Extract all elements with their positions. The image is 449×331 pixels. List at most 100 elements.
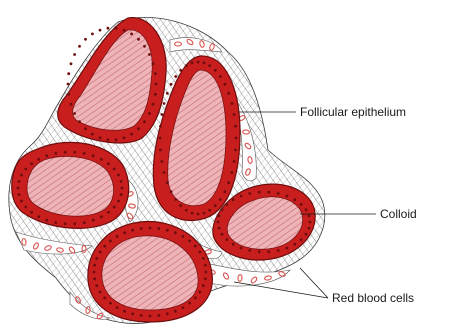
- epithelial-cell-nucleus: [149, 315, 152, 318]
- epithelial-cell-nucleus: [20, 174, 23, 177]
- epithelial-cell-nucleus: [234, 125, 237, 128]
- epithelial-cell-nucleus: [227, 92, 230, 95]
- epithelial-cell-nucleus: [293, 198, 296, 201]
- epithelial-cell-nucleus: [197, 61, 200, 64]
- epithelial-cell-nucleus: [100, 158, 103, 161]
- epithelial-cell-nucleus: [24, 168, 27, 171]
- epithelial-cell-nucleus: [92, 219, 95, 222]
- epithelial-cell-nucleus: [95, 257, 98, 260]
- epithelial-cell-nucleus: [161, 113, 164, 116]
- epithelial-cell-nucleus: [131, 312, 134, 315]
- epithelial-cell-nucleus: [157, 314, 160, 317]
- epithelial-cell-nucleus: [37, 215, 40, 218]
- epithelial-cell-nucleus: [103, 245, 106, 248]
- epithelial-cell-nucleus: [84, 38, 87, 41]
- epithelial-cell-nucleus: [182, 235, 185, 238]
- epithelial-cell-nucleus: [92, 154, 95, 157]
- epithelial-cell-nucleus: [161, 160, 164, 163]
- epithelial-cell-nucleus: [123, 231, 126, 234]
- epithelial-cell-nucleus: [208, 64, 211, 67]
- epithelial-cell-nucleus: [218, 214, 221, 217]
- epithelial-cell-nucleus: [203, 62, 206, 65]
- epithelial-cell-nucleus: [240, 195, 243, 198]
- epithelial-cell-nucleus: [73, 151, 76, 154]
- epithelial-cell-nucleus: [123, 310, 126, 313]
- epithelial-cell-nucleus: [78, 45, 81, 48]
- epithelial-cell-nucleus: [116, 306, 119, 309]
- epithelial-cell-nucleus: [45, 154, 48, 157]
- leader-line-rbc-2: [300, 268, 328, 298]
- epithelial-cell-nucleus: [54, 221, 57, 224]
- epithelial-cell-nucleus: [235, 137, 238, 140]
- epithelial-cell-nucleus: [240, 247, 243, 250]
- epithelial-cell-nucleus: [73, 112, 76, 115]
- epithelial-cell-nucleus: [99, 251, 102, 254]
- epithelial-cell-nucleus: [174, 75, 177, 78]
- epithelial-cell-nucleus: [107, 138, 110, 141]
- epithelial-cell-nucleus: [64, 151, 67, 154]
- epithelial-cell-nucleus: [233, 160, 236, 163]
- epithelial-cell-nucleus: [116, 235, 119, 238]
- epithelial-cell-nucleus: [155, 83, 158, 86]
- epithelial-cell-nucleus: [267, 191, 270, 194]
- epithelial-cell-nucleus: [91, 133, 94, 136]
- epithelial-cell-nucleus: [267, 250, 270, 253]
- epithelial-cell-nucleus: [179, 69, 182, 72]
- epithelial-cell-nucleus: [248, 249, 251, 252]
- epithelial-cell-nucleus: [83, 152, 86, 155]
- epithelial-cell-nucleus: [258, 250, 261, 253]
- epithelial-cell-nucleus: [219, 198, 222, 201]
- epithelial-cell-nucleus: [170, 190, 173, 193]
- epithelial-cell-nucleus: [166, 92, 169, 95]
- epithelial-cell-nucleus: [113, 206, 116, 209]
- epithelial-cell-nucleus: [70, 103, 73, 106]
- epithelial-cell-nucleus: [107, 162, 110, 165]
- epithelial-cell-nucleus: [130, 33, 133, 36]
- epithelial-cell-nucleus: [78, 120, 81, 123]
- epithelial-cell-nucleus: [277, 192, 280, 195]
- epithelial-cell-nucleus: [30, 162, 33, 165]
- epithelial-cell-nucleus: [93, 278, 96, 281]
- epithelial-cell-nucleus: [148, 112, 151, 115]
- epithelial-cell-nucleus: [258, 191, 261, 194]
- epithelial-cell-nucleus: [185, 64, 188, 67]
- epithelial-cell-nucleus: [70, 62, 73, 65]
- epithelial-cell-nucleus: [123, 29, 126, 32]
- epithelial-cell-nucleus: [202, 284, 205, 287]
- epithelial-cell-nucleus: [95, 284, 98, 287]
- epithelial-cell-nucleus: [64, 222, 67, 225]
- epithelial-cell-nucleus: [99, 29, 102, 32]
- epithelial-cell-nucleus: [293, 243, 296, 246]
- epithelial-cell-nucleus: [115, 138, 118, 141]
- epithelial-cell-nucleus: [217, 221, 220, 224]
- epithelial-cell-nucleus: [73, 222, 76, 225]
- epithelial-cell-nucleus: [143, 45, 146, 48]
- epithelial-cell-nucleus: [148, 53, 151, 56]
- epithelial-cell-nucleus: [232, 198, 235, 201]
- epithelial-cell-nucleus: [224, 83, 227, 86]
- epithelial-cell-nucleus: [199, 251, 202, 254]
- epithelial-cell-nucleus: [225, 238, 228, 241]
- epithelial-cell-nucleus: [231, 102, 234, 105]
- epithelial-cell-nucleus: [205, 271, 208, 274]
- epithelial-cell-nucleus: [202, 257, 205, 260]
- epithelial-cell-nucleus: [93, 264, 96, 267]
- epithelial-cell-nucleus: [214, 69, 217, 72]
- epithelial-cell-nucleus: [107, 211, 110, 214]
- epithelial-cell-nucleus: [37, 158, 40, 161]
- epithelial-cell-nucleus: [107, 27, 110, 30]
- epithelial-cell-nucleus: [120, 193, 123, 196]
- epithelial-cell-nucleus: [227, 181, 230, 184]
- epithelial-cell-nucleus: [84, 127, 87, 130]
- label-red-blood-cells: Red blood cells: [332, 291, 414, 305]
- epithelial-cell-nucleus: [100, 215, 103, 218]
- leader-line-rbc-1: [234, 282, 328, 298]
- epithelial-cell-nucleus: [154, 93, 157, 96]
- epithelial-cell-nucleus: [18, 193, 21, 196]
- epithelial-cell-nucleus: [152, 103, 155, 106]
- epithelial-cell-nucleus: [99, 137, 102, 140]
- epithelial-cell-nucleus: [45, 219, 48, 222]
- epithelial-cell-nucleus: [140, 314, 143, 317]
- epithelial-cell-nucleus: [218, 227, 221, 230]
- epithelial-cell-nucleus: [109, 302, 112, 305]
